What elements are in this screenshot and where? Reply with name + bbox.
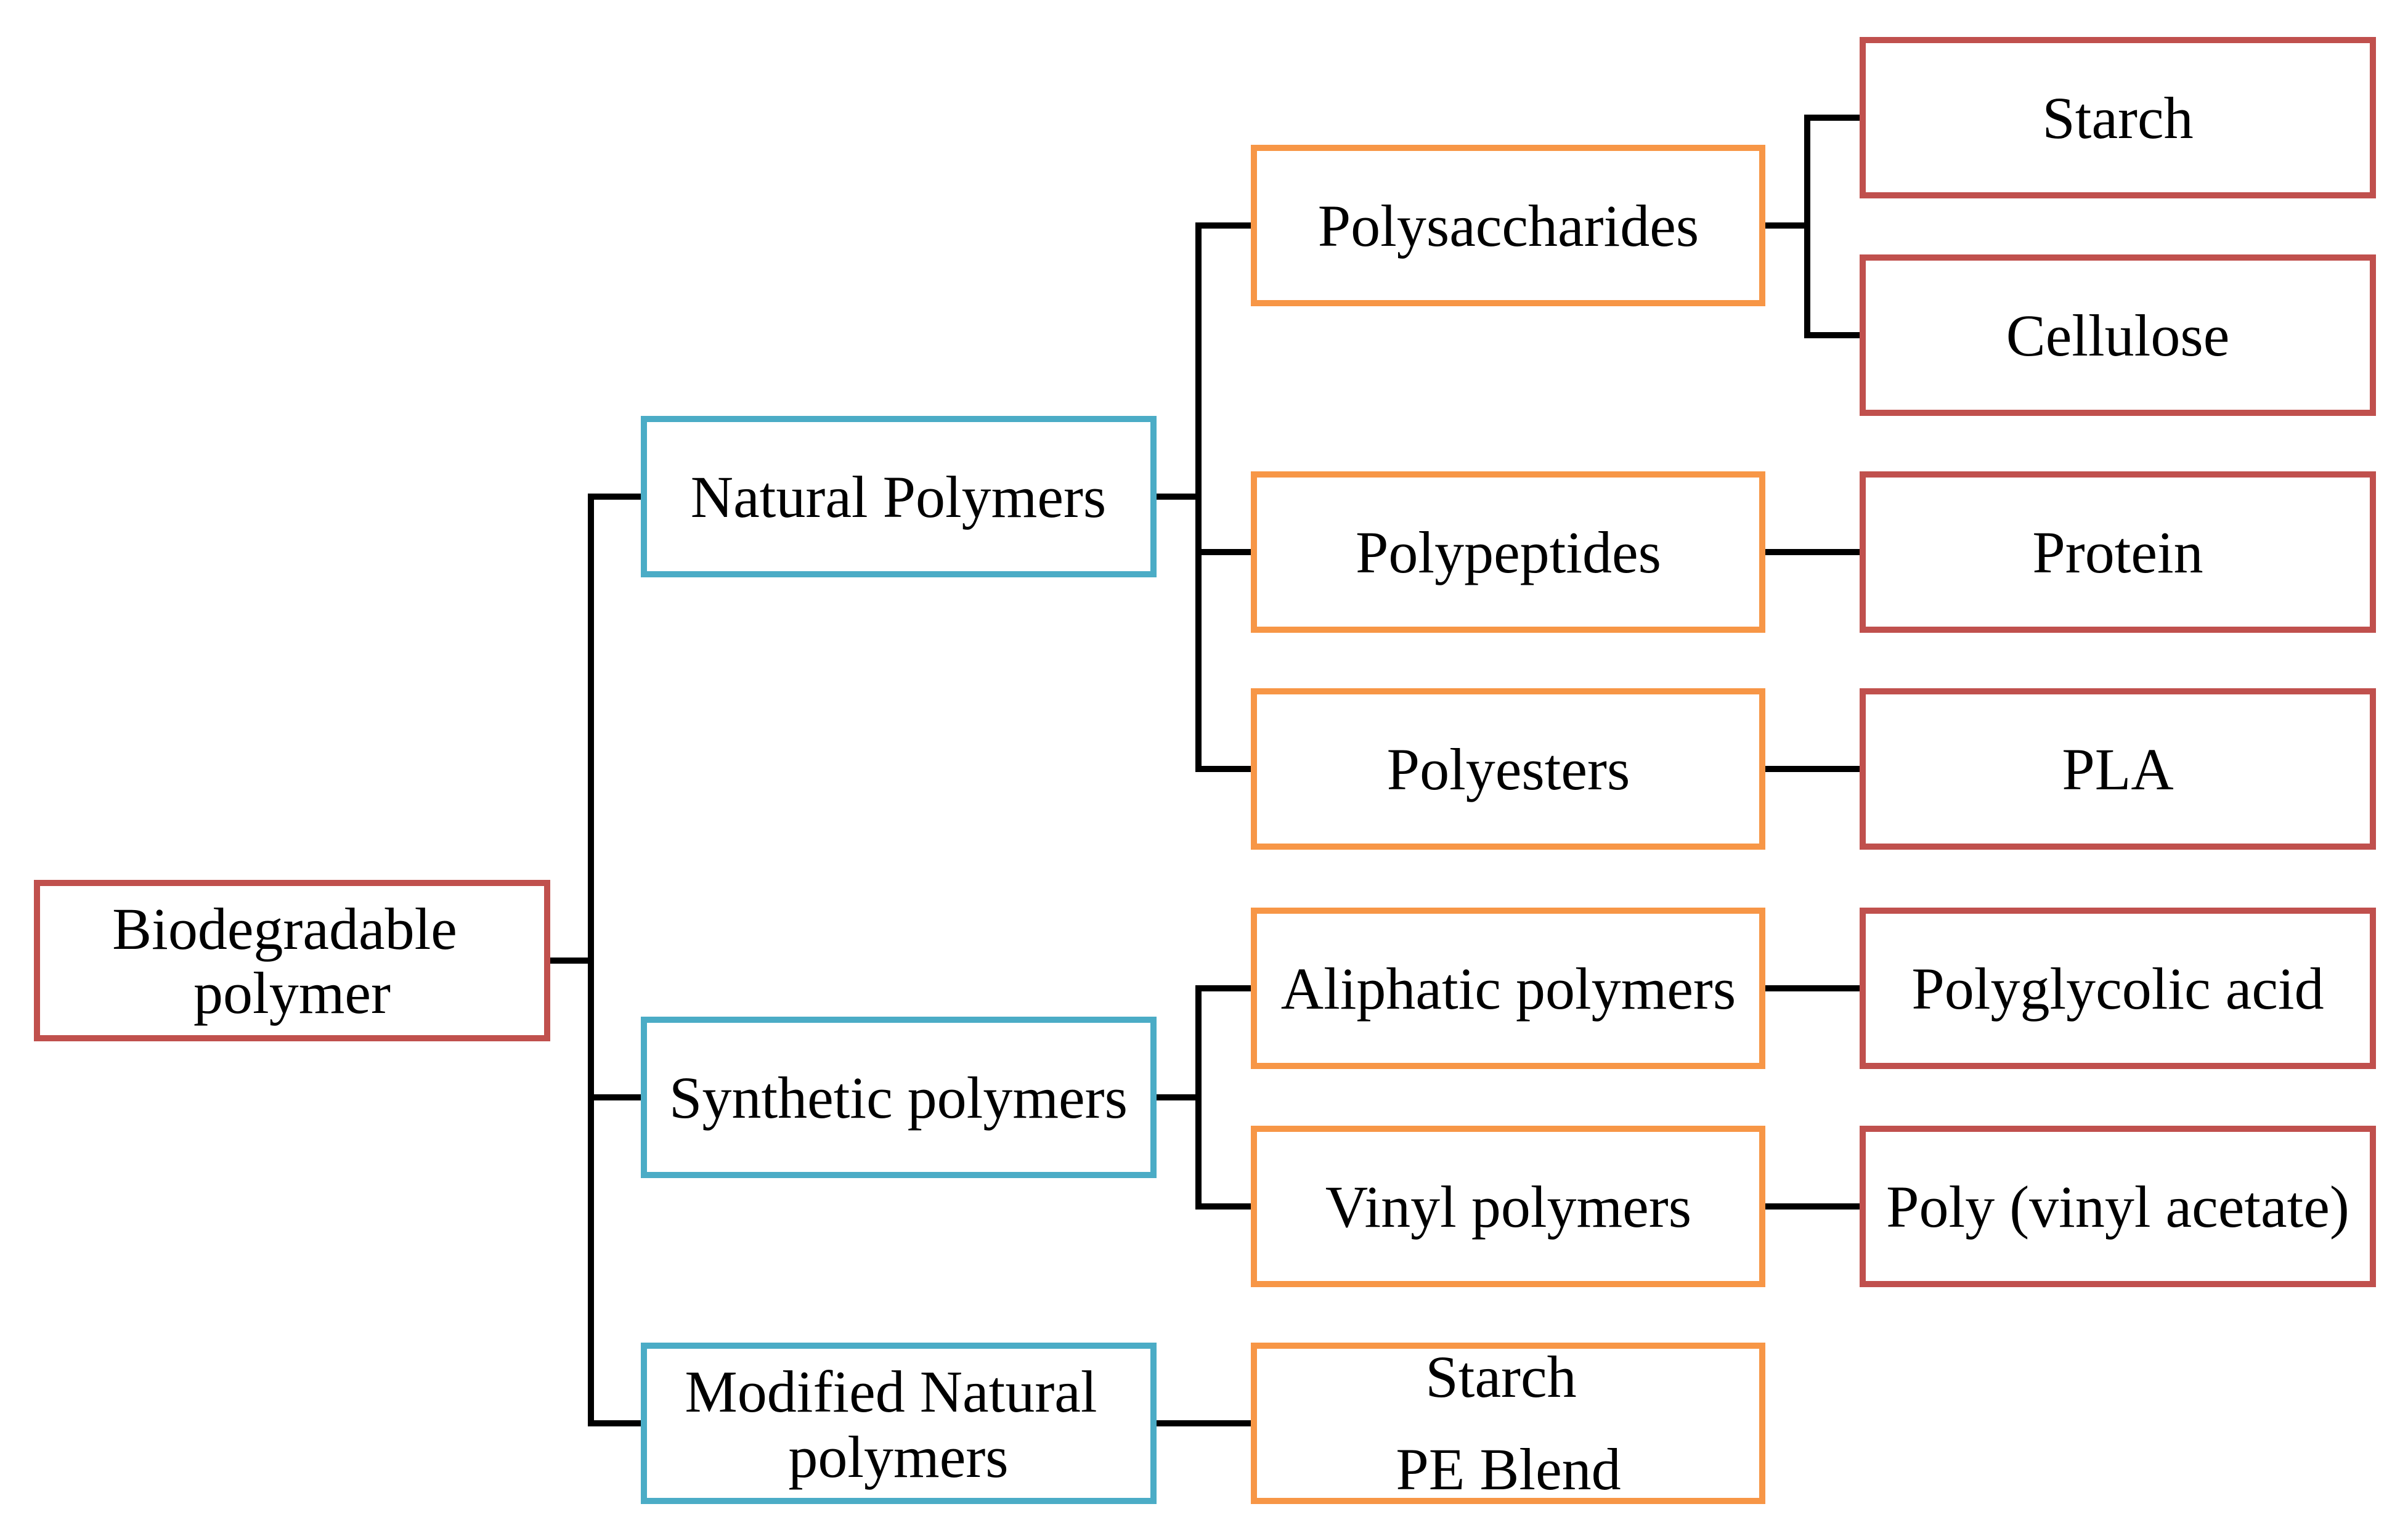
node-root-line-2: polymer bbox=[193, 960, 391, 1026]
node-polypeptides-label: Polypeptides bbox=[1356, 519, 1661, 585]
node-starch-pe-box bbox=[1251, 1343, 1765, 1504]
node-polysaccharides-label: Polysaccharides bbox=[1318, 193, 1699, 259]
node-natural-line-1: Natural Polymers bbox=[691, 464, 1107, 530]
node-modified: Modified Natural polymers bbox=[641, 1343, 1157, 1504]
node-natural: Natural Polymers bbox=[641, 416, 1157, 577]
node-synthetic: Synthetic polymers bbox=[641, 1017, 1157, 1178]
node-polyglycolic-line-1: Polyglycolic acid bbox=[1911, 956, 2324, 1022]
node-aliphatic-line-1: Aliphatic polymers bbox=[1281, 956, 1736, 1022]
node-synthetic-label: Synthetic polymers bbox=[669, 1065, 1128, 1131]
node-starch-pe-line-2: PE Blend bbox=[1396, 1436, 1621, 1502]
node-polyesters-label: Polyesters bbox=[1387, 736, 1630, 802]
node-pva: Poly (vinyl acetate) bbox=[1860, 1126, 2376, 1287]
node-protein-box bbox=[1860, 471, 2376, 633]
node-root: Biodegradable polymer bbox=[34, 880, 550, 1041]
node-protein-label: Protein bbox=[2032, 519, 2203, 585]
node-vinyl-line-1: Vinyl polymers bbox=[1325, 1174, 1691, 1240]
node-polysaccharides: Polysaccharides bbox=[1251, 145, 1765, 306]
node-starch-box bbox=[1860, 37, 2376, 198]
node-modified-line-1: Modified Natural bbox=[685, 1359, 1097, 1425]
node-protein-line-1: Protein bbox=[2032, 519, 2203, 585]
node-vinyl-label: Vinyl polymers bbox=[1325, 1174, 1691, 1240]
node-polysaccharides-box bbox=[1251, 145, 1765, 306]
node-polyglycolic-box bbox=[1860, 908, 2376, 1069]
node-starch-pe-label: Starch PE Blend bbox=[1396, 1344, 1621, 1502]
node-cellulose-label: Cellulose bbox=[2006, 303, 2230, 368]
node-aliphatic-label: Aliphatic polymers bbox=[1281, 956, 1736, 1022]
node-pva-box bbox=[1860, 1126, 2376, 1287]
node-polyesters-line-1: Polyesters bbox=[1387, 736, 1630, 802]
node-pla-label: PLA bbox=[2062, 736, 2173, 802]
node-vinyl-box bbox=[1251, 1126, 1765, 1287]
node-polysaccharides-line-1: Polysaccharides bbox=[1318, 193, 1699, 259]
node-pva-label: Poly (vinyl acetate) bbox=[1886, 1174, 2349, 1240]
node-cellulose: Cellulose bbox=[1860, 254, 2376, 416]
node-root-line-1: Biodegradable bbox=[112, 896, 457, 962]
node-modified-label: Modified Natural polymers bbox=[685, 1359, 1112, 1490]
node-pva-line-1: Poly (vinyl acetate) bbox=[1886, 1174, 2349, 1240]
node-pla-box bbox=[1860, 688, 2376, 850]
node-starch-pe: Starch PE Blend bbox=[1251, 1343, 1765, 1504]
connector-lines bbox=[544, 115, 1866, 1426]
node-polyglycolic-label: Polyglycolic acid bbox=[1911, 956, 2324, 1022]
node-starch: Starch bbox=[1860, 37, 2376, 198]
node-polypeptides-box bbox=[1251, 471, 1765, 633]
node-protein: Protein bbox=[1860, 471, 2376, 633]
node-modified-box bbox=[641, 1343, 1157, 1504]
node-natural-box bbox=[641, 416, 1157, 577]
node-polypeptides-line-1: Polypeptides bbox=[1356, 519, 1661, 585]
node-vinyl: Vinyl polymers bbox=[1251, 1126, 1765, 1287]
node-starch-label: Starch bbox=[2042, 85, 2193, 151]
node-polyesters: Polyesters bbox=[1251, 688, 1765, 850]
node-modified-line-2: polymers bbox=[788, 1424, 1008, 1490]
node-polyglycolic: Polyglycolic acid bbox=[1860, 908, 2376, 1069]
node-synthetic-box bbox=[641, 1017, 1157, 1178]
node-aliphatic: Aliphatic polymers bbox=[1251, 908, 1765, 1069]
node-polypeptides: Polypeptides bbox=[1251, 471, 1765, 633]
node-polyesters-box bbox=[1251, 688, 1765, 850]
node-starch-pe-line-1: Starch bbox=[1425, 1344, 1576, 1410]
node-synthetic-line-1: Synthetic polymers bbox=[669, 1065, 1128, 1131]
node-cellulose-box bbox=[1860, 254, 2376, 416]
node-cellulose-line-1: Cellulose bbox=[2006, 303, 2230, 368]
node-natural-label: Natural Polymers bbox=[691, 464, 1107, 530]
node-aliphatic-box bbox=[1251, 908, 1765, 1069]
node-root-box bbox=[34, 880, 550, 1041]
node-pla-line-1: PLA bbox=[2062, 736, 2173, 802]
node-starch-line-1: Starch bbox=[2042, 85, 2193, 151]
node-root-label: Biodegradable polymer bbox=[112, 896, 472, 1026]
node-pla: PLA bbox=[1860, 688, 2376, 850]
